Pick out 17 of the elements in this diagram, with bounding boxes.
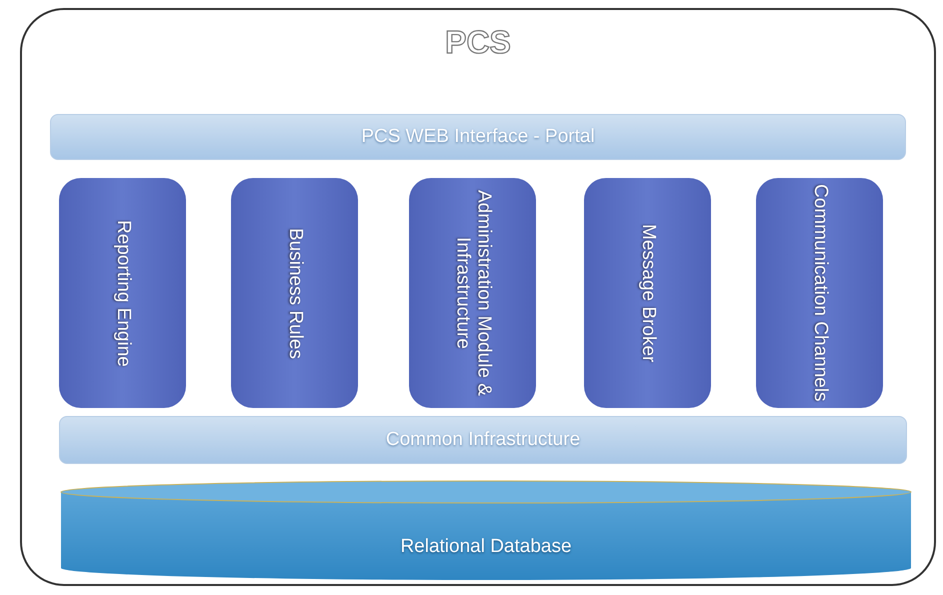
layer-bar [59,416,907,464]
system-title: PCS [444,24,512,61]
system-boundary [20,8,936,586]
module-label: Business Rules [284,228,305,358]
layer-label: PCS WEB Interface - Portal [361,126,595,148]
module-box [756,178,883,408]
module-label: Reporting Engine [112,220,133,366]
module-box [584,178,711,408]
module-label: Communication Channels [809,184,830,402]
module-box [409,178,536,408]
layer-label: Common Infrastructure [386,429,580,451]
layer-bar [50,114,906,160]
module-box [59,178,186,408]
module-label: Message Broker [637,224,658,362]
module-label: Administration Module & Infrastructure [452,189,494,398]
module-box [231,178,358,408]
database-label: Relational Database [400,536,572,558]
